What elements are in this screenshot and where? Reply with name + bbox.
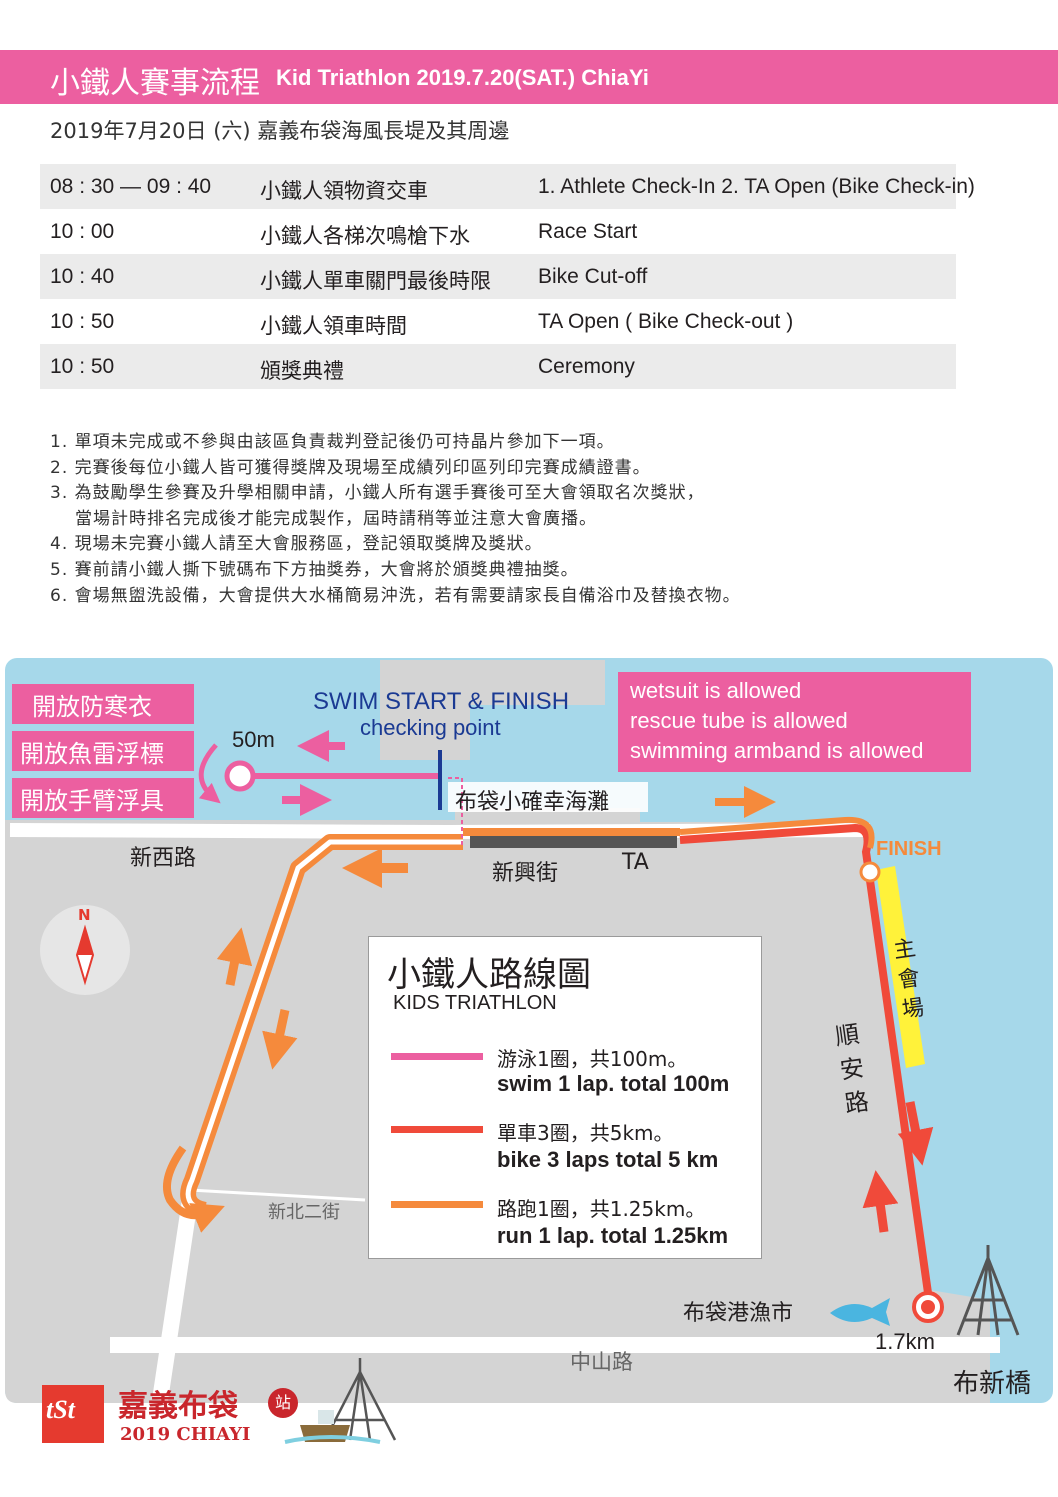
schedule-item-en: TA Open ( Bike Check-out ) — [538, 310, 794, 333]
schedule-time: 10 : 00 — [50, 220, 115, 243]
schedule-item-en: 1. Athlete Check-In 2. TA Open (Bike Che… — [538, 175, 975, 198]
finish-marker — [859, 861, 881, 883]
harbor-land — [380, 660, 605, 760]
bike-arrow — [862, 1170, 899, 1233]
ta-area — [470, 836, 677, 848]
legend-bike-zh: 單車3圈，共5km。 — [497, 1121, 674, 1145]
schedule-item-en: Race Start — [538, 220, 638, 243]
title-zh: 小鐵人賽事流程 — [50, 66, 260, 101]
note-item: 1. 單項未完成或不參與由該區負責裁判登記後仍可持晶片參加下一項。 — [50, 432, 615, 452]
allowed-item: swimming armband is allowed — [630, 738, 924, 763]
beach-label: 布袋小確幸海灘 — [455, 790, 610, 815]
note-item: 6. 會場無盥洗設備，大會提供大水桶簡易沖洗，若有需要請家長自備浴巾及替換衣物。 — [50, 585, 741, 606]
schedule-row: 10 : 00 小鐵人各梯次鳴槍下水 Race Start — [40, 209, 956, 254]
north-label: N — [78, 906, 91, 924]
run-arrow — [216, 927, 253, 986]
logo-badge: 站 — [268, 1388, 298, 1418]
schedule-time: 10 : 40 — [50, 265, 115, 288]
schedule-item-zh: 小鐵人領物資交車 — [260, 179, 428, 203]
legend-title: 小鐵人路線圖 — [387, 955, 591, 995]
logo-tower-icon — [323, 1358, 397, 1441]
schedule-item-en: Ceremony — [538, 355, 635, 378]
note-item: 4. 現場未完賽小鐵人請至大會服務區，登記領取獎牌及獎狀。 — [50, 534, 543, 555]
ta-label: TA — [622, 850, 649, 875]
note-item: 3. 為鼓勵學生參賽及升學相關申請，小鐵人所有選手賽後可至大會領取名次獎狀， — [50, 483, 705, 504]
open-item: 開放手臂浮具 — [12, 778, 194, 818]
turnaround-distance-label: 1.7km — [875, 1329, 935, 1354]
legend-bike-swatch — [391, 1126, 483, 1133]
notes-list: 1. 單項未完成或不參與由該區負責裁判登記後仍可持晶片參加下一項。 2. 完賽後… — [50, 430, 741, 609]
open-item-label: 開放魚雷浮標 — [20, 740, 164, 768]
logo-mark-text: tSt — [46, 1395, 75, 1424]
logo-subtitle: 2019 CHIAYI — [120, 1424, 251, 1445]
main-venue-area — [876, 866, 925, 1068]
allowed-item: wetsuit is allowed — [630, 678, 802, 703]
finish-label: FINISH — [876, 838, 942, 860]
schedule-item-zh: 頒獎典禮 — [260, 359, 344, 383]
legend-swim-en: swim 1 lap. total 100m — [497, 1071, 730, 1096]
logo-title: 嘉義布袋 — [118, 1389, 238, 1424]
legend-swim-swatch — [391, 1053, 483, 1060]
swim-distance-label: 50m — [232, 727, 275, 752]
schedule-item-zh: 小鐵人各梯次鳴槍下水 — [260, 224, 470, 248]
logo-mark — [42, 1385, 104, 1443]
legend-subtitle: KIDS TRIATHLON — [393, 992, 557, 1014]
road-label-xinxi: 新西路 — [130, 846, 197, 871]
swim-start-label: SWIM START & FINISH — [313, 688, 570, 715]
road-label-xinxing: 新興街 — [492, 861, 559, 886]
run-arrow — [262, 1009, 298, 1070]
schedule-time: 10 : 50 — [50, 310, 115, 333]
schedule-time: 08 : 30 — 09 : 40 — [50, 175, 212, 198]
legend-bike-en: bike 3 laps total 5 km — [497, 1147, 719, 1172]
road-label-xinbei2: 新北二街 — [268, 1202, 340, 1223]
schedule-row: 10 : 50 小鐵人領車時間 TA Open ( Bike Check-out… — [40, 299, 956, 344]
open-item: 開放防寒衣 — [12, 684, 194, 724]
open-item: 開放魚雷浮標 — [12, 731, 194, 771]
schedule-item-zh: 小鐵人單車關門最後時限 — [260, 269, 491, 293]
allowed-item: rescue tube is allowed — [630, 708, 848, 733]
schedule-item-zh: 小鐵人領車時間 — [260, 314, 407, 338]
schedule-row: 10 : 50 頒獎典禮 Ceremony — [40, 344, 956, 389]
legend-run-zh: 路跑1圈，共1.25km。 — [497, 1197, 706, 1221]
swim-buoy — [224, 760, 256, 792]
note-item: 5. 賽前請小鐵人撕下號碼布下方抽獎券，大會將於頒獎典禮抽獎。 — [50, 559, 579, 580]
fish-market-label: 布袋港漁市 — [683, 1301, 794, 1326]
title-en: Kid Triathlon 2019.7.20(SAT.) ChiaYi — [276, 65, 649, 90]
schedule-row: 10 : 40 小鐵人單車關門最後時限 Bike Cut-off — [40, 254, 956, 299]
schedule-item-en: Bike Cut-off — [538, 265, 648, 288]
event-date-location: 2019年7月20日 (六) 嘉義布袋海風長堤及其周邊 — [50, 119, 510, 143]
legend-swim-zh: 游泳1圈，共100m。 — [497, 1047, 688, 1071]
bike-route — [679, 823, 933, 1301]
allowed-equipment-box: wetsuit is allowed rescue tube is allowe… — [618, 672, 971, 772]
road-label-zhongshan: 中山路 — [570, 1350, 633, 1374]
title-banner: 小鐵人賽事流程 Kid Triathlon 2019.7.20(SAT.) Ch… — [0, 50, 1058, 104]
map-legend: 小鐵人路線圖 KIDS TRIATHLON 游泳1圈，共100m。 swim 1… — [368, 936, 762, 1259]
fish-icon — [830, 1298, 890, 1326]
schedule-row: 08 : 30 — 09 : 40 小鐵人領物資交車 1. Athlete Ch… — [40, 164, 975, 209]
checking-point-label: checking point — [360, 715, 501, 740]
note-item: 2. 完賽後每位小鐵人皆可獲得獎牌及現場至成績列印區列印完賽成績證書。 — [50, 457, 651, 478]
open-item-label: 開放防寒衣 — [32, 693, 152, 721]
bridge-label: 布新橋 — [953, 1369, 1032, 1399]
note-item: 當場計時排名完成後才能完成製作，屆時請稍等並注意大會廣播。 — [75, 508, 597, 529]
schedule-table: 08 : 30 — 09 : 40 小鐵人領物資交車 1. Athlete Ch… — [40, 164, 975, 389]
bridge-tower-icon — [956, 1245, 1020, 1336]
schedule-time: 10 : 50 — [50, 355, 115, 378]
bike-arrow — [897, 1101, 934, 1166]
open-item-label: 開放手臂浮具 — [20, 787, 164, 815]
legend-run-en: run 1 lap. total 1.25km — [497, 1223, 729, 1248]
legend-run-swatch — [391, 1201, 483, 1208]
